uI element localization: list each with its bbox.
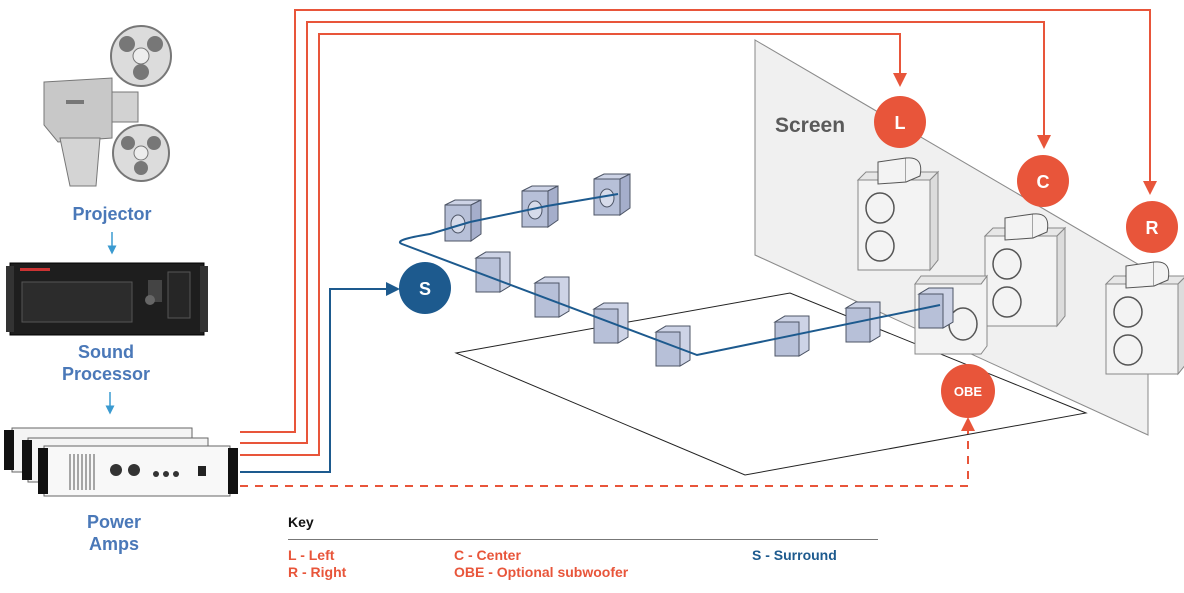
key-divider xyxy=(288,539,878,540)
svg-text:OBE: OBE xyxy=(954,384,983,399)
right-speaker-icon xyxy=(1105,261,1184,375)
svg-text:L: L xyxy=(895,113,906,133)
front-channel-wiring xyxy=(240,9,1157,487)
channel-badge-left: L xyxy=(874,96,926,148)
power-amps-label-line1: Power xyxy=(87,512,141,532)
rack-processor-icon xyxy=(6,262,208,336)
floor-outline xyxy=(454,292,1088,476)
sound-processor-label-line1: Sound xyxy=(78,342,134,362)
svg-text:R: R xyxy=(1146,218,1159,238)
film-projector-icon xyxy=(43,25,172,187)
power-amplifier-icon xyxy=(4,427,238,497)
key-left: L - Left xyxy=(288,547,335,563)
center-speaker-icon xyxy=(984,213,1066,327)
key-title: Key xyxy=(288,514,314,530)
svg-text:C: C xyxy=(1037,172,1050,192)
screen-label: Screen xyxy=(775,114,845,137)
surround-wiring xyxy=(399,193,941,357)
channel-badge-center: C xyxy=(1017,155,1069,207)
key-center: C - Center xyxy=(454,547,521,563)
key-right: R - Right xyxy=(288,564,347,580)
key-subwoofer: OBE - Optional subwoofer xyxy=(454,564,629,580)
surround-feed-wire xyxy=(240,282,400,473)
left-speaker-icon xyxy=(857,157,939,271)
svg-text:S: S xyxy=(419,279,431,299)
channel-badge-surround: S xyxy=(399,262,451,314)
key-surround: S - Surround xyxy=(752,547,837,563)
sound-processor-label-line2: Processor xyxy=(62,364,150,384)
channel-badge-subwoofer: OBE xyxy=(941,364,995,418)
projector-label: Projector xyxy=(72,204,151,224)
channel-badge-right: R xyxy=(1126,201,1178,253)
power-amps-label-line2: Amps xyxy=(89,534,139,554)
